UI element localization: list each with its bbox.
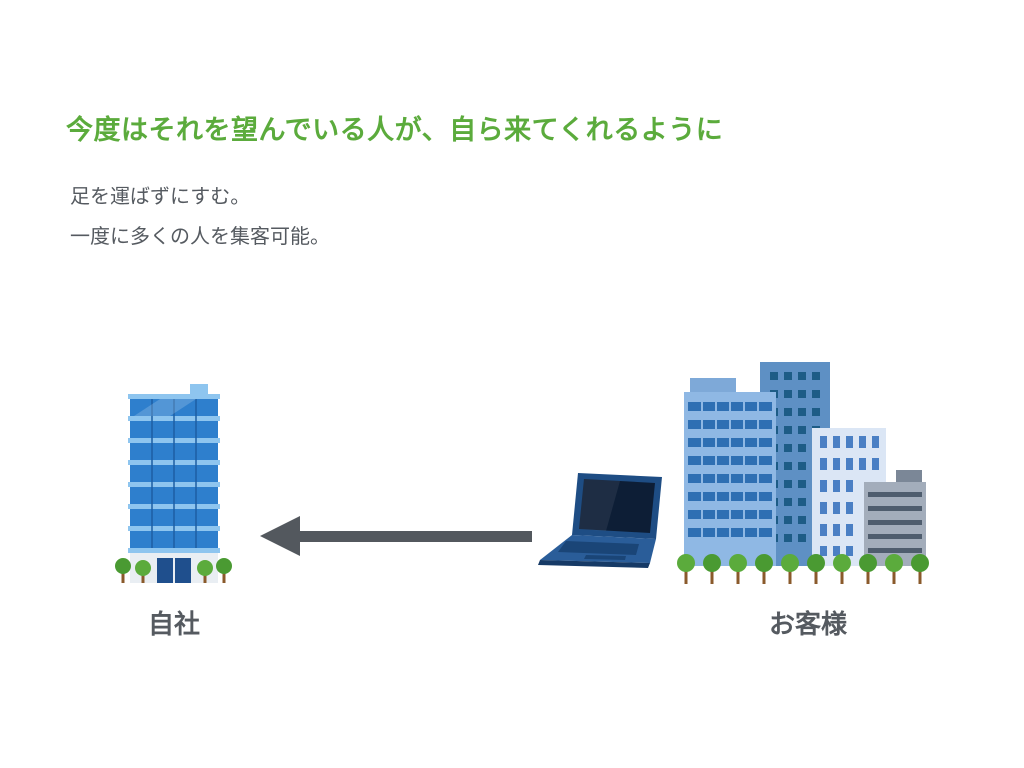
arrow-left-icon (260, 516, 532, 556)
label-customers: お客様 (768, 610, 847, 640)
city-buildings-icon (677, 362, 936, 584)
office-building-icon (115, 384, 232, 583)
body-line-2: 一度に多くの人を集客可能。 (70, 224, 330, 248)
headline: 今度はそれを望んでいる人が、自ら来てくれるように (66, 115, 724, 146)
label-self-company: 自社 (147, 610, 200, 640)
laptop-icon (538, 473, 662, 568)
body-line-1: 足を運ばずにすむ。 (70, 184, 251, 208)
